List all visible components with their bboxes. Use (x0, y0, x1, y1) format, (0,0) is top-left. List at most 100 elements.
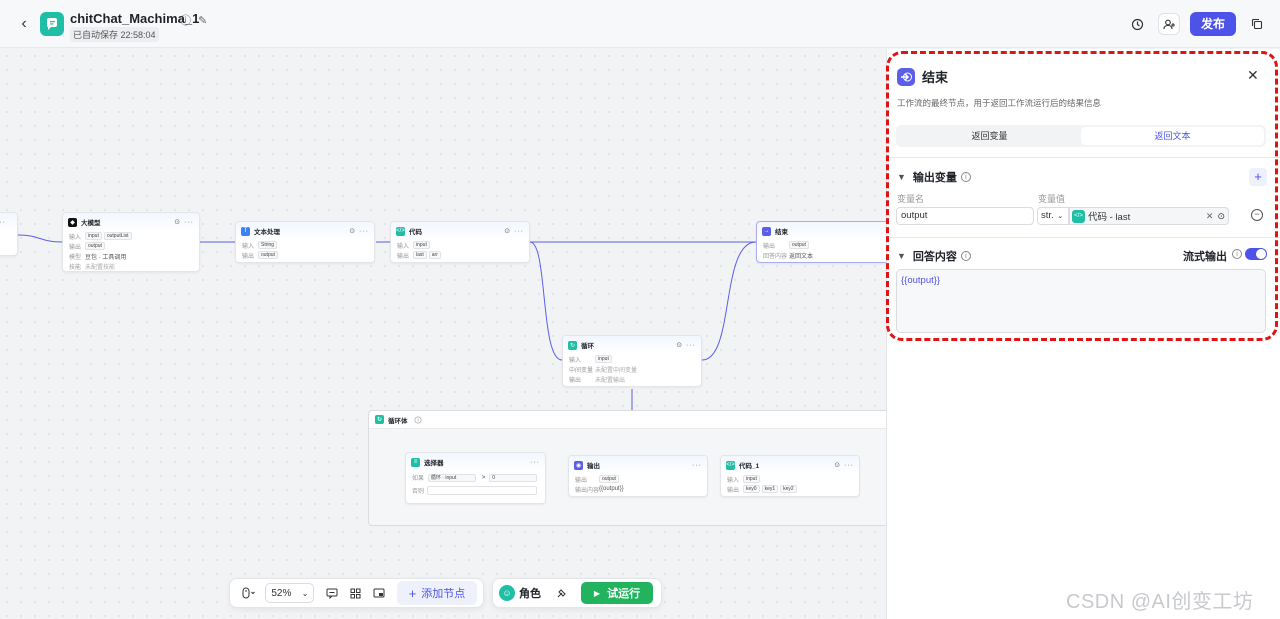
variable-reference-field[interactable]: </> 代码 - last ✕ ⊙ (1069, 207, 1229, 225)
code-icon: </> (1072, 209, 1085, 223)
text-icon: T (241, 226, 250, 236)
end-node-icon: → (762, 226, 771, 236)
row-key: 输出 (242, 253, 255, 260)
clear-icon[interactable]: ✕ (1205, 210, 1214, 221)
add-node-label: 添加节点 (421, 588, 466, 600)
collaborator-icon[interactable] (1158, 13, 1180, 35)
remove-variable-icon[interactable]: − (1251, 209, 1263, 221)
node-tools-icon[interactable]: ⊙ ··· (349, 228, 369, 235)
variable-name-input[interactable]: output (896, 207, 1034, 225)
mouse-mode-icon[interactable] (236, 583, 261, 603)
debug-tool-icon[interactable] (551, 583, 571, 603)
canvas-toolbar: 52% ⌄ + 添加节点 (229, 578, 484, 608)
skill-value: 未配置技能 (85, 264, 116, 271)
section-title: 输出变量 (912, 172, 957, 184)
start-node[interactable]: ··· (0, 212, 18, 256)
param-tag: key1 (761, 485, 779, 493)
add-variable-button[interactable]: + (1249, 168, 1267, 186)
minimap-icon[interactable] (369, 583, 389, 603)
more-icon[interactable]: ··· (0, 218, 6, 226)
duplicate-icon[interactable] (1246, 13, 1268, 35)
condition-operator: > (481, 474, 486, 481)
row-key: 输入 (242, 243, 255, 250)
column-label-name: 变量名 (897, 194, 925, 204)
else-slot (427, 486, 537, 495)
tab-return-variable[interactable]: 返回变量 (971, 131, 1008, 141)
row-key: 输入 (397, 243, 410, 250)
return-mode-tabs: 返回变量 返回文本 (896, 125, 1266, 147)
node-title: 文本处理 (254, 229, 280, 236)
history-icon[interactable] (1126, 13, 1148, 35)
loop-body-icon: ↻ (375, 415, 384, 424)
edit-icon[interactable]: ✎ (198, 15, 208, 27)
row-key: 输出 (575, 477, 588, 484)
test-run-label: 试运行 (607, 588, 641, 600)
info-icon[interactable]: ⓘ (180, 15, 191, 27)
more-icon[interactable]: ··· (692, 461, 702, 469)
output-variables-header[interactable]: ▼ 输出变量 i (897, 169, 971, 185)
top-bar: ‹ chitChat_Machima_1 ⓘ ✎ 已自动保存 22:58:04 … (0, 0, 1280, 48)
answer-content-editor[interactable]: {{output}} (896, 269, 1266, 333)
publish-button[interactable]: 发布 (1190, 12, 1236, 36)
info-icon[interactable]: i (1232, 249, 1242, 259)
variable-type-select[interactable]: str. ⌄ (1037, 207, 1069, 225)
node-tools-icon[interactable]: ⊙ ··· (676, 342, 696, 349)
condition-right: 0 (489, 473, 537, 482)
panel-title: 结束 (922, 70, 949, 85)
tab-return-text[interactable]: 返回文本 (1081, 127, 1264, 145)
code-icon: </> (726, 460, 735, 470)
back-icon[interactable]: ‹ (21, 15, 27, 32)
row-key: 输入 (69, 234, 82, 241)
selector-node[interactable]: ≡ 选择器 ··· 如果循环 · input>0 否则 (405, 452, 546, 504)
info-icon[interactable]: i (960, 251, 971, 261)
variable-type-value: str. (1041, 210, 1054, 221)
zoom-select[interactable]: 52% ⌄ (265, 583, 315, 603)
node-tools-icon[interactable]: ⊙ ··· (174, 219, 194, 226)
role-label: 角色 (519, 588, 541, 600)
param-tag: input (85, 232, 102, 240)
param-tag: output (258, 251, 278, 259)
info-icon[interactable]: i (414, 416, 421, 423)
node-tools-icon[interactable]: ⊙ ··· (834, 462, 854, 469)
autosave-status: 已自动保存 22:58:04 (70, 27, 159, 42)
reference-chip: </> 代码 - last (1072, 209, 1130, 223)
app-logo (40, 12, 64, 36)
edge-layer (17, 234, 886, 477)
reference-value: 代码 - last (1088, 212, 1131, 223)
edge-loop-end (701, 241, 757, 361)
target-icon[interactable]: ⊙ (1217, 210, 1225, 221)
param-tag: last (413, 251, 427, 259)
node-title: 代码 (409, 229, 422, 236)
close-icon[interactable]: ✕ (1247, 67, 1259, 83)
comment-icon[interactable] (322, 583, 342, 603)
row-key: 否则 (412, 489, 425, 495)
layout-icon[interactable] (346, 583, 366, 603)
row-key: 回答内容 (763, 253, 788, 260)
row-key: 输出 (397, 253, 410, 260)
row-value: 未配置输出 (595, 377, 626, 384)
watermark: CSDN @AI创变工坊 (1066, 591, 1254, 613)
answer-content-header[interactable]: ▼ 回答内容 i (897, 248, 971, 264)
streaming-output-toggle[interactable] (1245, 248, 1267, 260)
loop-icon: ↻ (568, 340, 577, 350)
more-icon[interactable]: ··· (530, 458, 540, 466)
param-tag: output (85, 242, 105, 250)
streaming-output-label: 流式输出 (1183, 251, 1227, 263)
info-icon[interactable]: i (960, 172, 971, 182)
param-tag: String (258, 241, 278, 249)
add-node-button[interactable]: + 添加节点 (397, 581, 478, 605)
node-title: 输出 (587, 463, 600, 470)
role-button[interactable]: ☺ 角色 (499, 585, 541, 601)
test-run-button[interactable]: ▶ 试运行 (581, 582, 653, 604)
node-tools-icon[interactable]: ⊙ ··· (504, 228, 524, 235)
row-key: 模型 (69, 254, 82, 261)
param-tag: input (743, 475, 760, 483)
